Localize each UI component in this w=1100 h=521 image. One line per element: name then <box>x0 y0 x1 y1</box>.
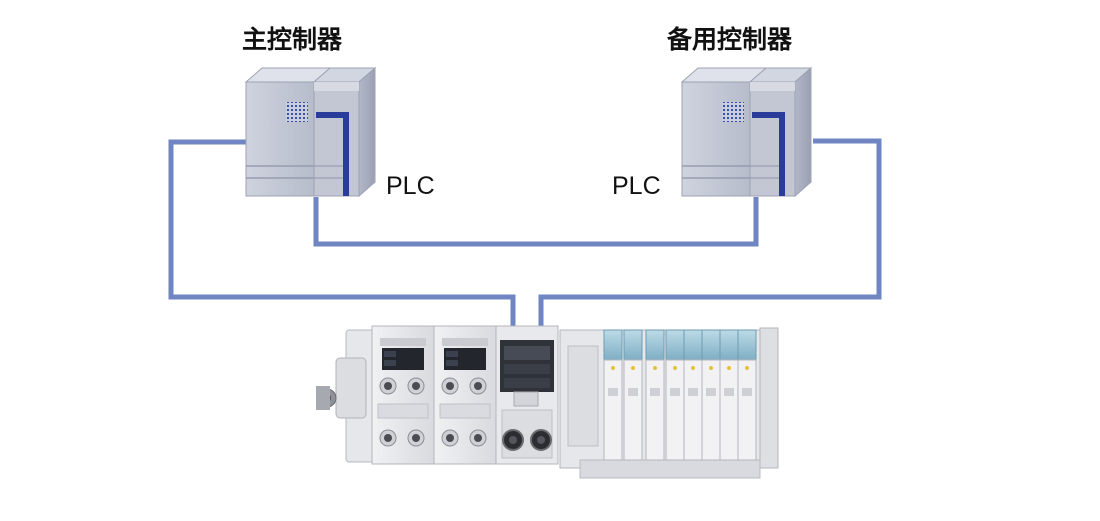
cable-plc-interlink <box>313 197 759 247</box>
main-plc-icon <box>244 66 377 198</box>
valve-stations <box>603 329 757 461</box>
communication-module <box>495 325 559 465</box>
main-controller-title: 主控制器 <box>242 25 343 54</box>
backup-controller-title: 备用控制器 <box>667 25 793 54</box>
valve-manifold-icon <box>316 325 779 479</box>
io-module-1 <box>371 325 435 465</box>
backup-plc-label: PLC <box>612 172 661 200</box>
main-plc-label: PLC <box>386 172 435 200</box>
left-end-plate <box>316 329 375 463</box>
backup-plc-icon <box>680 66 813 198</box>
io-module-2 <box>433 325 497 465</box>
